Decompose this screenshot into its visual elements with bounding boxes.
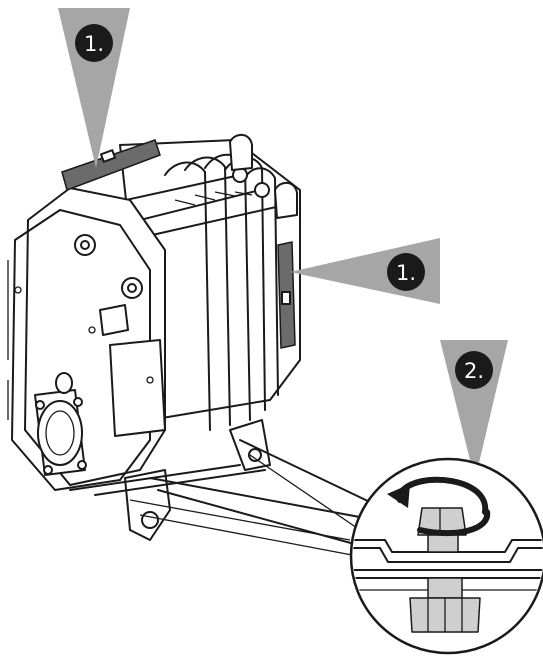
callout-2-detail-label: 2. — [464, 359, 484, 383]
top-clip — [61, 139, 161, 191]
rotate-arrow-icon — [387, 476, 491, 537]
burner-flange — [34, 389, 87, 476]
callout-2-detail: 2. — [440, 340, 508, 480]
detail-view — [349, 457, 543, 655]
callout-1-top: 1. — [58, 8, 130, 168]
callout-1-right-label: 1. — [396, 261, 416, 285]
side-clip — [277, 241, 296, 349]
detail-leader-lines — [129, 439, 373, 556]
heat-exchanger — [7, 133, 301, 541]
callout-1-top-label: 1. — [84, 32, 104, 56]
callout-1-right: 1. — [290, 238, 440, 304]
